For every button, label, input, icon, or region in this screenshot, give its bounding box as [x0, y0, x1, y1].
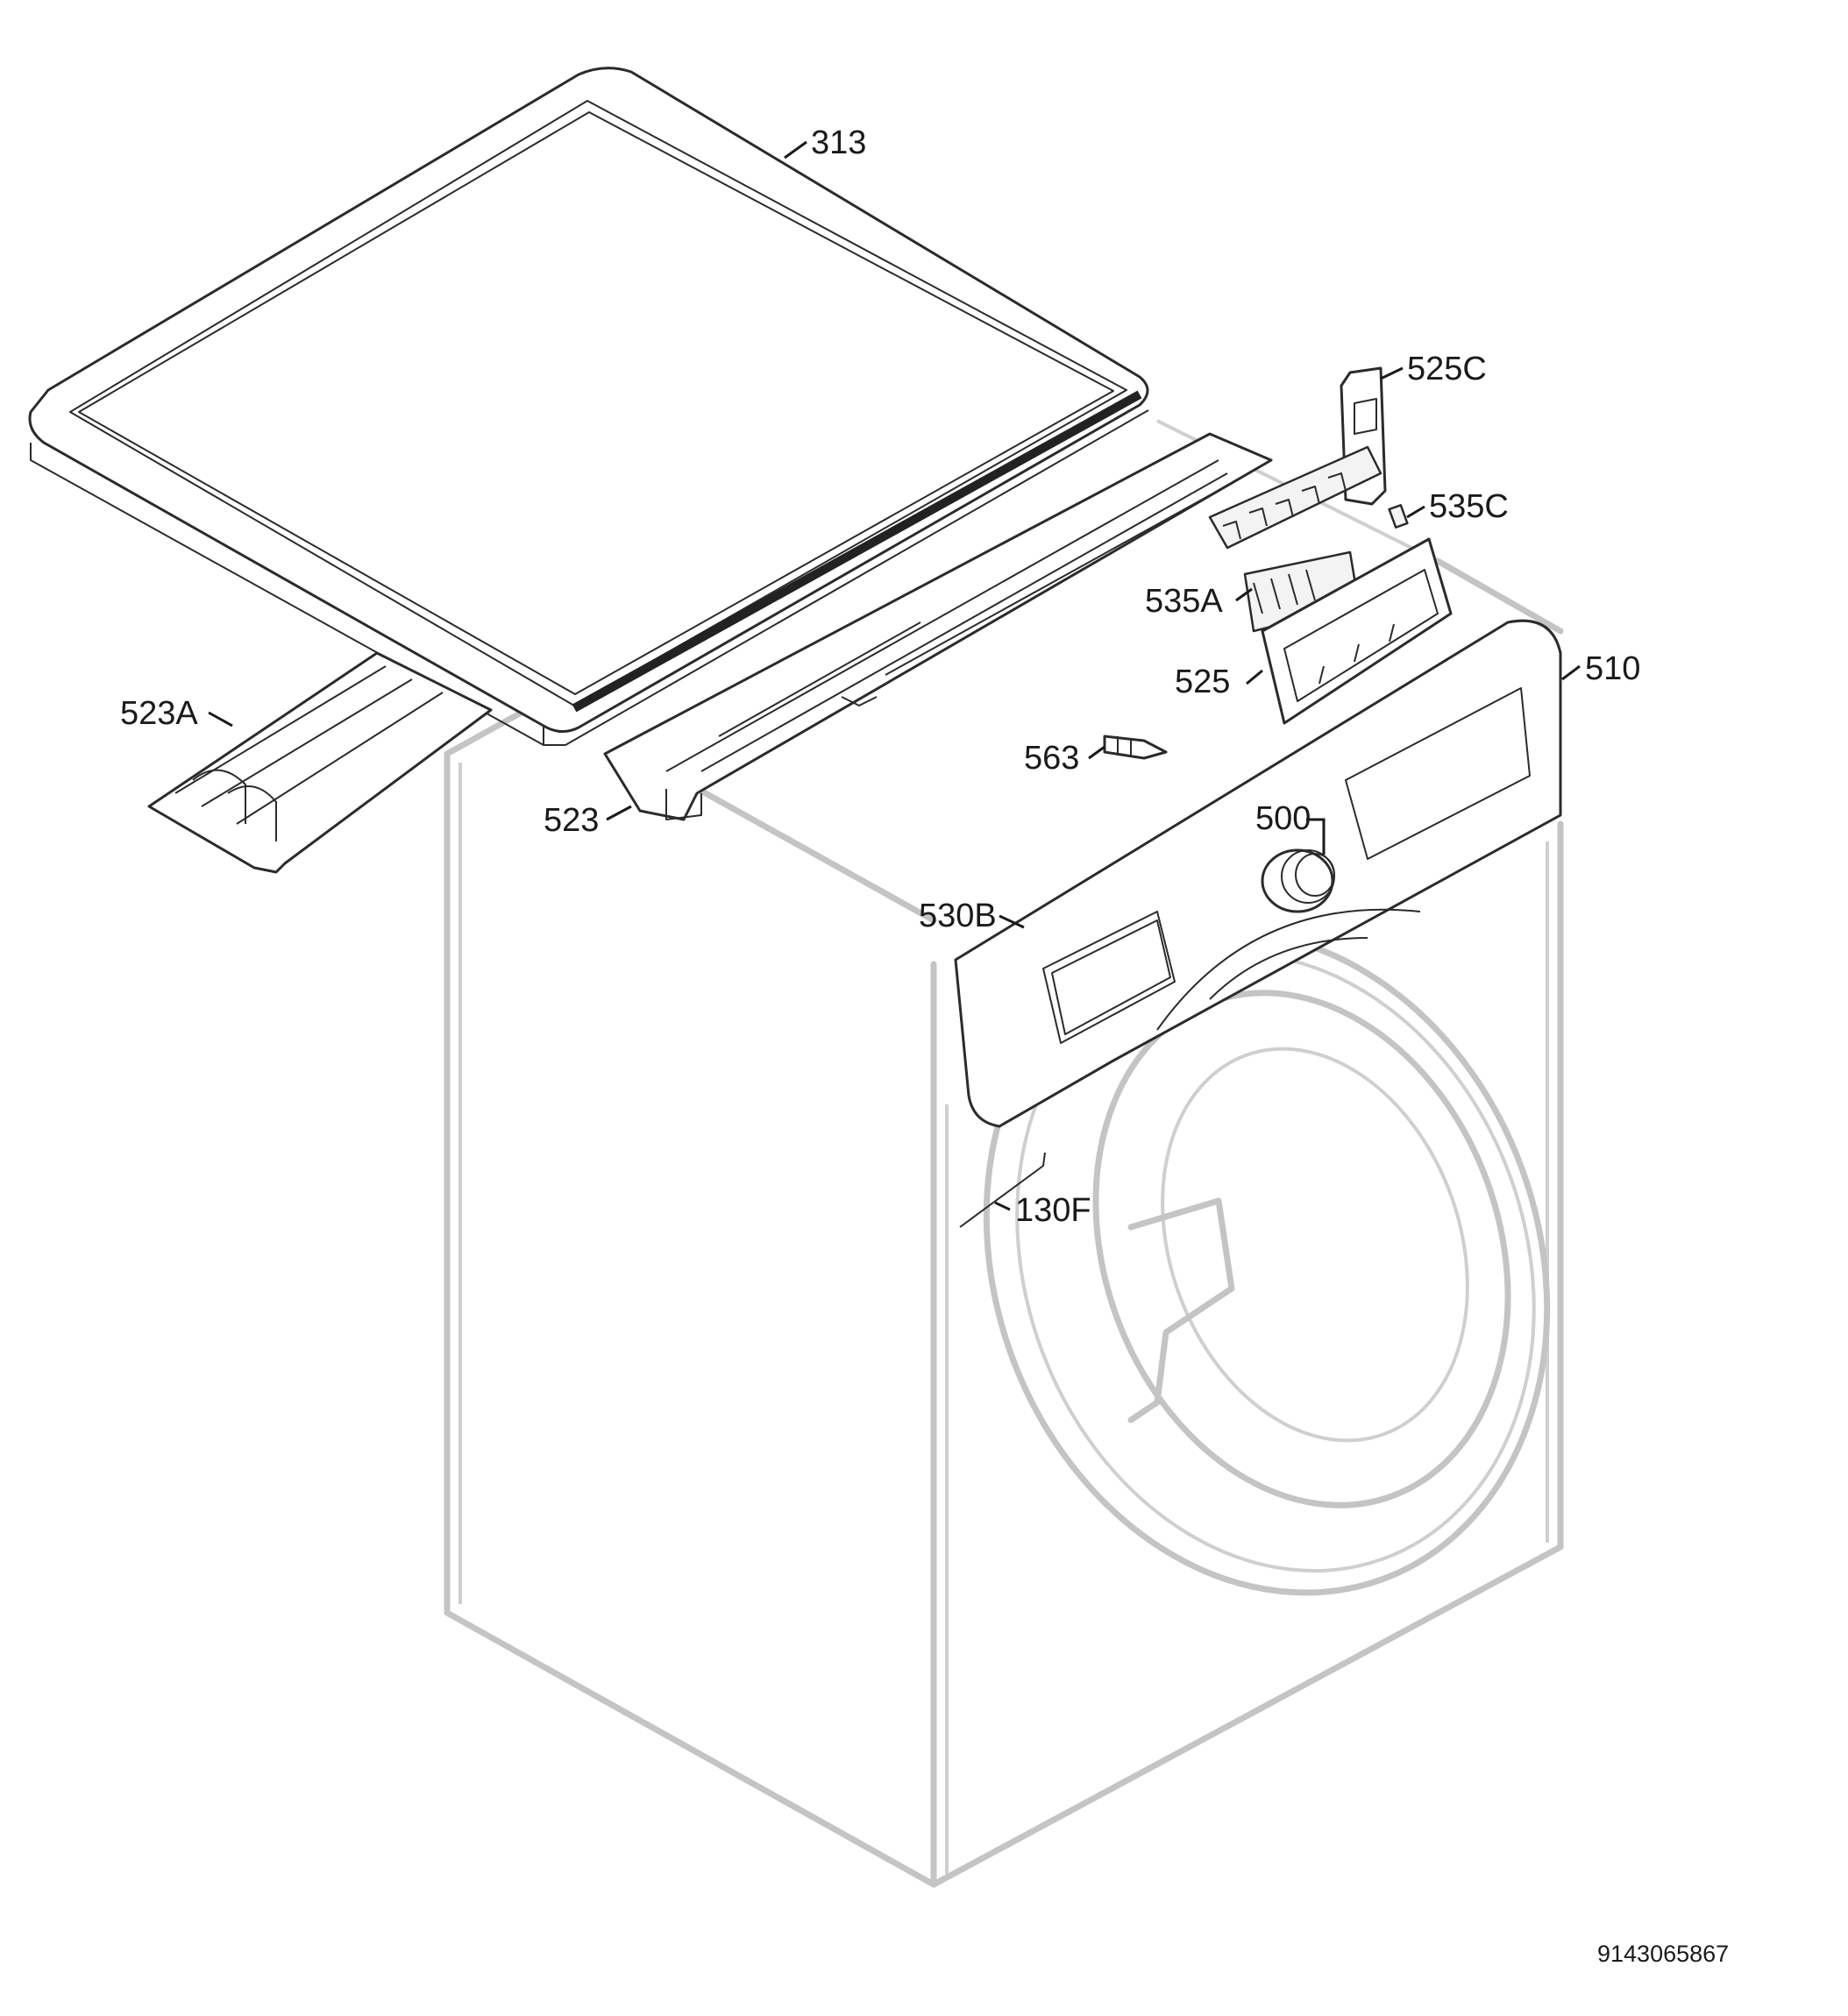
wire-130F — [959, 1152, 1046, 1228]
callout-510: 510 — [1585, 650, 1640, 687]
callout-535A: 535A — [1145, 583, 1223, 620]
callout-535C: 535C — [1429, 488, 1509, 525]
top-lid-313 — [28, 67, 1149, 746]
knob-500 — [1261, 848, 1335, 913]
callout-530B: 530B — [919, 898, 997, 934]
callout-500: 500 — [1255, 800, 1311, 837]
callout-130F: 130F — [1015, 1192, 1091, 1229]
document-number: 9143065867 — [1597, 1941, 1729, 1967]
rail-523A — [147, 651, 493, 874]
leader-lines — [208, 140, 1581, 1211]
pcb-bracket-525C — [1208, 366, 1387, 550]
display-module-525 — [1261, 537, 1453, 725]
callout-525C: 525C — [1407, 351, 1487, 387]
callout-313: 313 — [811, 124, 866, 161]
callout-523A: 523A — [120, 695, 198, 732]
callout-525: 525 — [1175, 664, 1230, 700]
control-panel-510 — [954, 619, 1562, 1128]
pin-563 — [1103, 735, 1168, 760]
callout-563: 563 — [1024, 740, 1079, 777]
clip-535C — [1388, 504, 1409, 529]
rail-523 — [603, 432, 1273, 821]
callout-523: 523 — [544, 802, 599, 839]
